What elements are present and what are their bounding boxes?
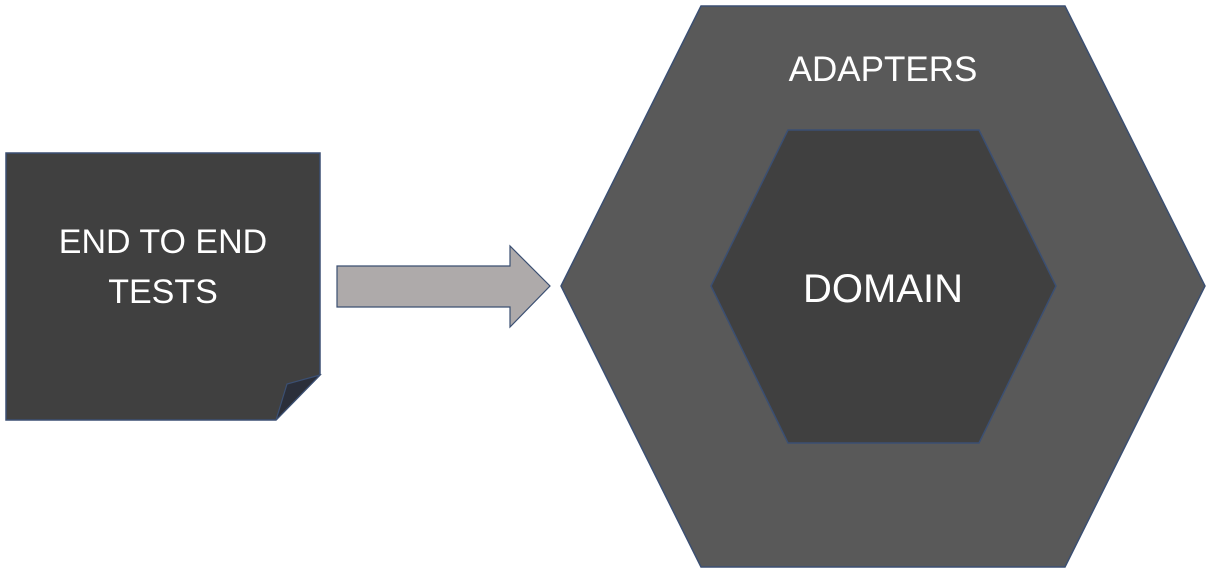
end-to-end-tests-box: END TO END TESTS	[5, 152, 322, 421]
right-arrow	[336, 244, 551, 329]
adapters-label: ADAPTERS	[789, 50, 978, 89]
domain-hexagon-shape	[710, 129, 1057, 444]
tests-box-label-line1: END TO END	[59, 223, 267, 261]
tests-box-label-line2: TESTS	[108, 273, 218, 311]
tests-box-folded-corner	[275, 373, 322, 421]
domain-label: DOMAIN	[803, 267, 963, 311]
domain-hexagon: DOMAIN	[710, 129, 1057, 444]
